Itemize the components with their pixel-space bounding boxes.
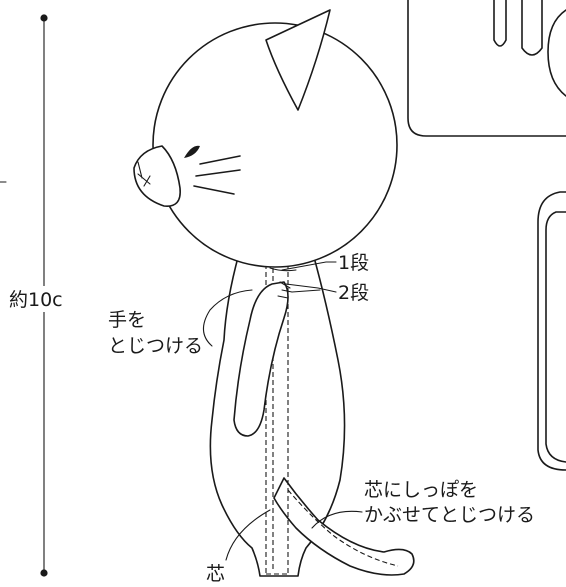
cat-head — [152, 22, 398, 268]
row-leaders — [281, 261, 337, 293]
cat-muzzle — [133, 145, 181, 207]
tail-label-line1: 芯にしっぽを — [364, 479, 478, 501]
cat-body — [209, 249, 346, 577]
core-stick — [265, 228, 289, 575]
height-dimension: 約10c — [8, 14, 70, 577]
cat-arm — [233, 281, 293, 437]
cat-eye — [184, 145, 200, 158]
dimension-top-dot — [40, 14, 48, 22]
height-label: 約10c — [9, 289, 63, 311]
cat-whiskers — [193, 155, 241, 195]
cat-ear — [265, 9, 331, 111]
core-label: 芯 — [206, 563, 225, 583]
arm-leader — [202, 289, 253, 347]
row2-label: 2段 — [338, 282, 369, 304]
dimension-bottom-dot — [40, 569, 48, 577]
tail-leader — [311, 510, 363, 529]
tail-label-line2: かぶせてとじつける — [364, 504, 535, 526]
right-panel-top — [407, 0, 566, 137]
row1-stitch — [269, 267, 297, 272]
arm-label-line2: とじつける — [108, 335, 203, 357]
right-panel-bottom — [537, 191, 566, 471]
row1-label: 1段 — [338, 252, 369, 274]
cat-tail — [273, 477, 415, 576]
core-leader — [225, 509, 271, 561]
arm-label-line1: 手を — [108, 309, 146, 331]
